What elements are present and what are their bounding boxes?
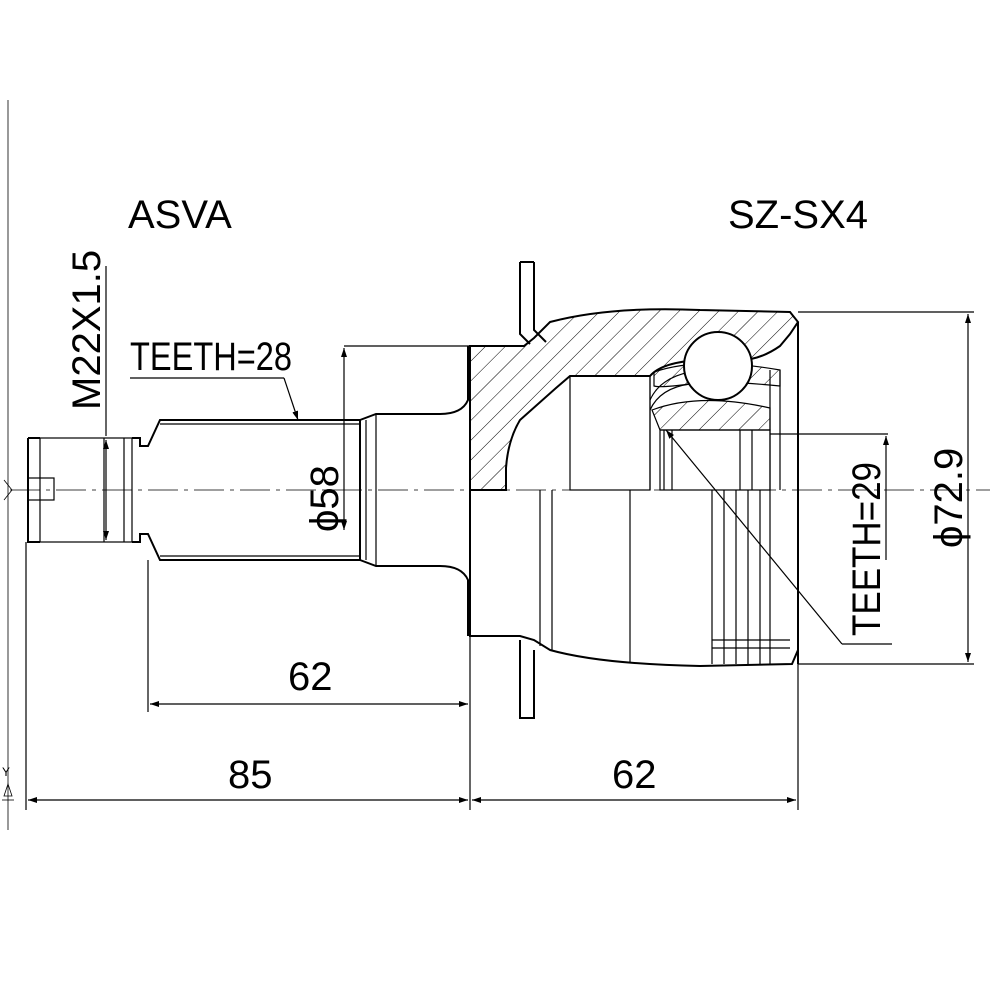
stub-shaft xyxy=(27,346,469,636)
model-label: SZ-SX4 xyxy=(728,193,868,237)
inner-teeth-label: TEETH=29 xyxy=(845,462,889,636)
thread-label: M22X1.5 xyxy=(65,250,109,410)
shaft-teeth-label: TEETH=28 xyxy=(130,335,292,379)
overall-left-label: 85 xyxy=(228,753,273,797)
shaft-diameter-dimension: ϕ58 xyxy=(303,345,470,532)
shaft-length-label: 62 xyxy=(288,655,333,699)
housing-length-label: 62 xyxy=(612,753,657,797)
outer-diameter-label: ϕ72.9 xyxy=(927,448,971,548)
cv-joint-housing xyxy=(469,261,800,719)
shaft-length-dimension: 62 xyxy=(147,560,471,810)
axis-indicator: Y xyxy=(2,100,14,830)
shaft-diameter-label: ϕ58 xyxy=(303,465,347,532)
shaft-teeth-callout: TEETH=28 xyxy=(130,335,299,421)
ball-bearing xyxy=(683,331,753,401)
thread-dimension: M22X1.5 xyxy=(65,250,109,540)
inner-teeth-callout: TEETH=29 xyxy=(665,429,892,645)
overall-left-dimension: 85 xyxy=(25,542,468,810)
axis-y-label: Y xyxy=(2,765,10,779)
brand-label: ASVA xyxy=(128,193,232,237)
housing-length-dimension: 62 xyxy=(472,664,799,810)
outer-diameter-dimension: ϕ72.9 xyxy=(798,311,974,665)
